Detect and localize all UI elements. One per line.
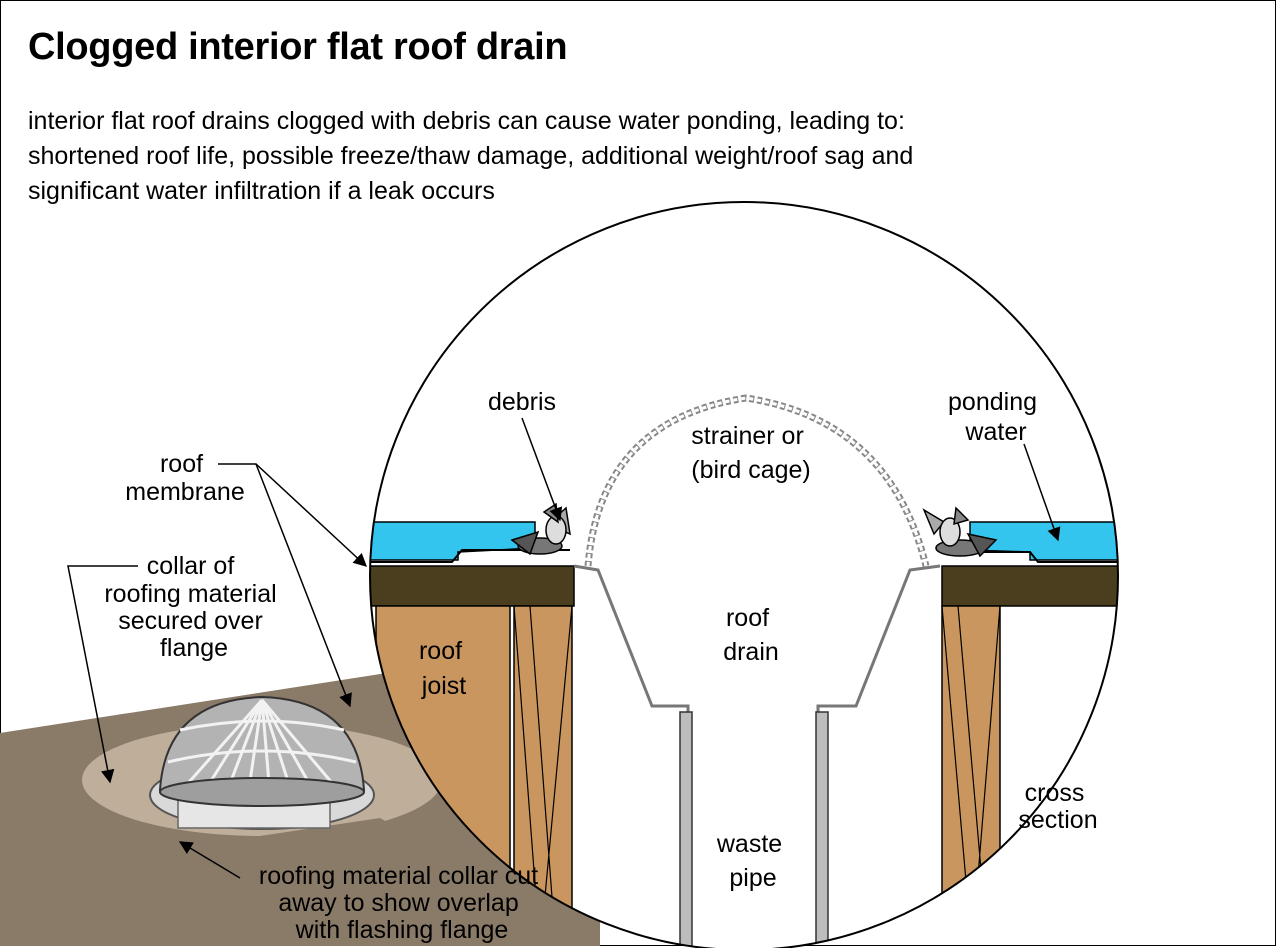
drain-dome-perspective bbox=[149, 695, 375, 830]
intro-line-1: interior flat roof drains clogged with d… bbox=[28, 107, 905, 135]
intro-line-2: shortened roof life, possible freeze/tha… bbox=[28, 142, 914, 170]
leader-lines bbox=[67, 417, 1061, 879]
cross-section-label-line-1: cross bbox=[1025, 779, 1085, 807]
ponding-water-left bbox=[370, 521, 536, 561]
collar-label: collar of roofing material secured over … bbox=[104, 552, 283, 662]
collar-cut-label-line-1: roofing material collar cut bbox=[259, 862, 538, 890]
roof-membrane-label-line-1: roof bbox=[160, 450, 203, 478]
debris-label: debris bbox=[488, 388, 556, 416]
collar-label-line-2: roofing material bbox=[104, 580, 276, 608]
collar-cutaway bbox=[260, 818, 415, 848]
roof-deck-left bbox=[370, 565, 575, 607]
page-title: Clogged interior flat roof drain bbox=[28, 26, 568, 68]
roof-membrane-label-line-2: membrane bbox=[125, 478, 245, 506]
collar-label-line-4: flange bbox=[160, 634, 228, 662]
dome-ribs bbox=[167, 699, 357, 796]
collar-cut-label-line-2: away to show overlap bbox=[278, 889, 518, 917]
debris-right bbox=[922, 506, 998, 558]
cross-section-circle bbox=[369, 201, 1119, 948]
collar-label-line-1: collar of bbox=[147, 552, 235, 580]
cross-section-label-line-2: section bbox=[1018, 806, 1097, 834]
ponding-water-label: ponding water bbox=[948, 388, 1044, 446]
waste-pipe-label-line-1: waste bbox=[716, 830, 782, 858]
roof-deck-right bbox=[941, 565, 1118, 607]
waste-pipe-label: waste pipe bbox=[716, 830, 789, 892]
strainer-label: strainer or (bird cage) bbox=[691, 422, 811, 484]
collar-label-line-3: secured over bbox=[118, 607, 263, 635]
waste-pipe-wall-left bbox=[679, 711, 693, 948]
roof-drain-label: roof drain bbox=[723, 604, 779, 666]
cross-section-label: cross section bbox=[1018, 779, 1097, 834]
roof-drain-label-line-1: roof bbox=[726, 604, 769, 632]
collar-cut-label: roofing material collar cut away to show… bbox=[259, 862, 545, 944]
ponding-water-label-line-2: water bbox=[964, 418, 1026, 446]
dome-cage bbox=[158, 695, 366, 791]
waste-pipe-wall-right bbox=[815, 711, 829, 948]
ponding-water-label-line-1: ponding bbox=[948, 388, 1037, 416]
waste-pipe-label-line-2: pipe bbox=[729, 864, 776, 892]
roof-drain-label-line-2: drain bbox=[723, 638, 779, 666]
strainer-label-line-2: (bird cage) bbox=[691, 456, 811, 484]
roof-joist-label-line-2: joist bbox=[421, 672, 467, 700]
collar-cut-label-line-3: with flashing flange bbox=[295, 916, 509, 944]
intro-text: interior flat roof drains clogged with d… bbox=[28, 104, 1128, 209]
strainer-label-line-1: strainer or bbox=[691, 422, 804, 450]
roof-membrane-left bbox=[370, 549, 570, 563]
roof-joist-label: roof joist bbox=[419, 637, 469, 700]
roof-membrane-label: roof membrane bbox=[125, 450, 245, 506]
intro-line-3: significant water infiltration if a leak… bbox=[28, 177, 495, 205]
roof-joist-label-line-1: roof bbox=[419, 637, 462, 665]
roof-joist-right bbox=[941, 605, 1001, 948]
dome-rim bbox=[159, 777, 365, 807]
